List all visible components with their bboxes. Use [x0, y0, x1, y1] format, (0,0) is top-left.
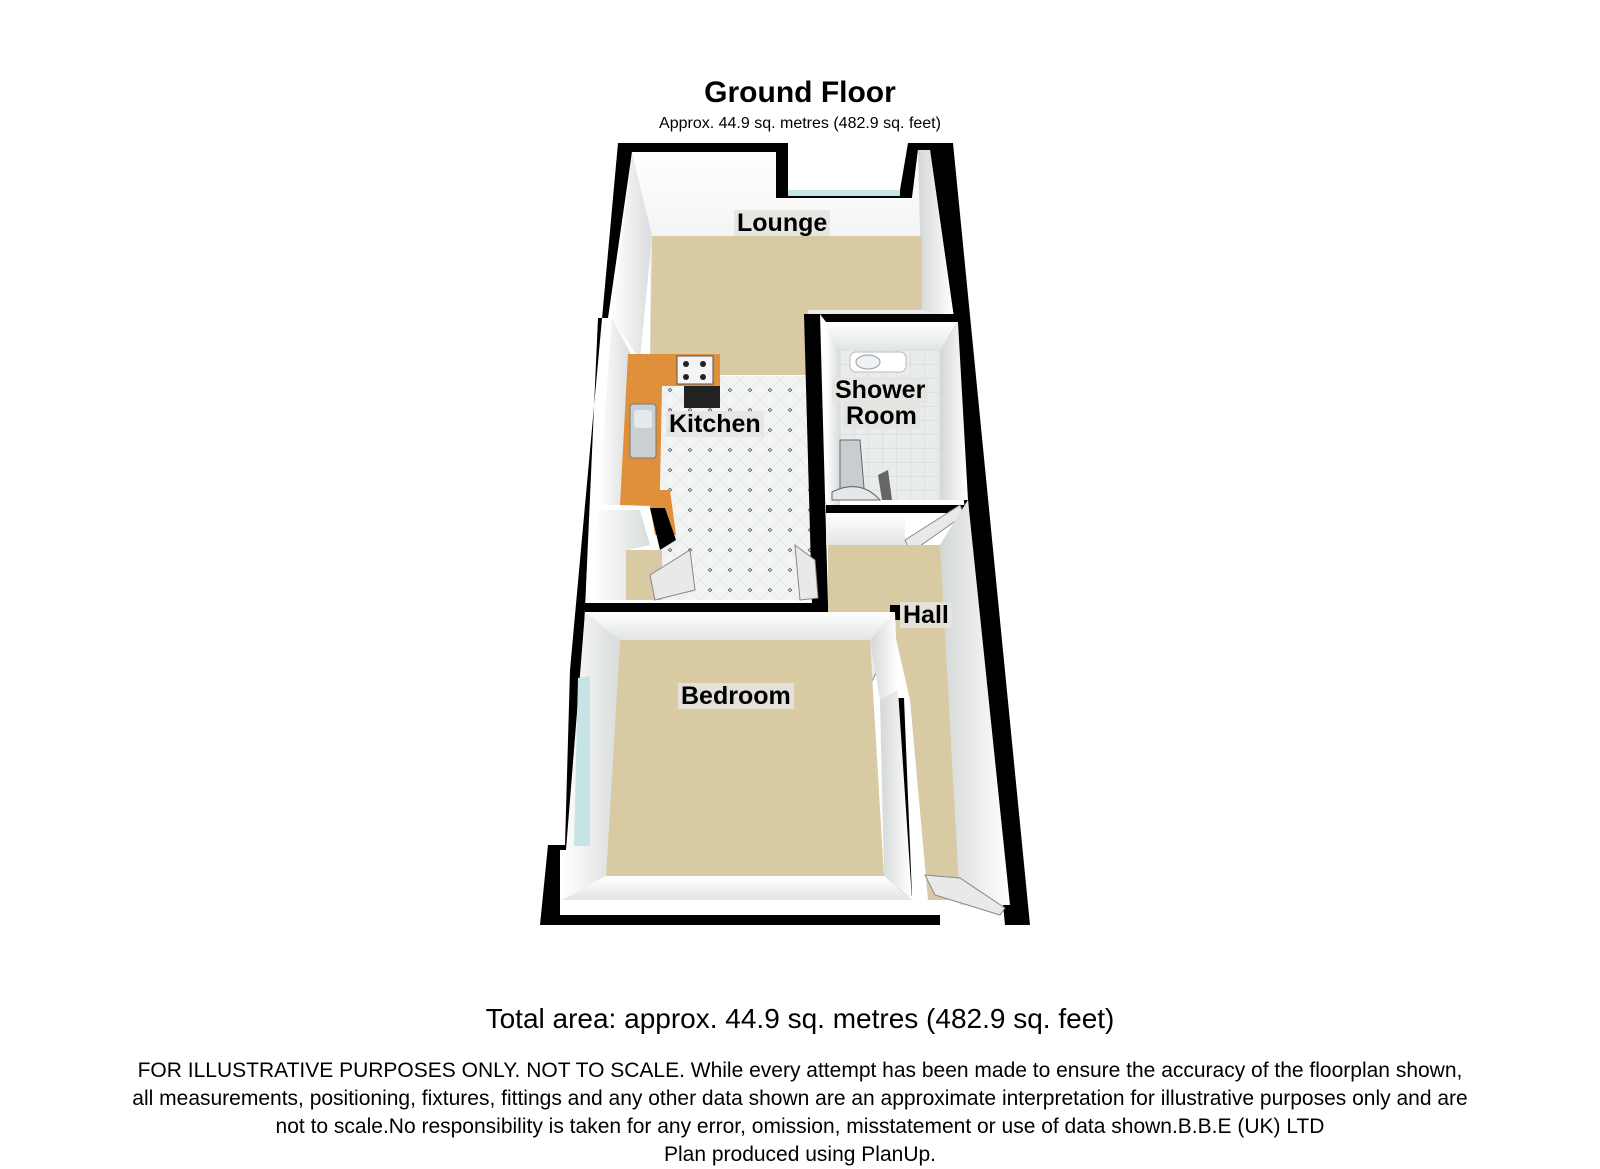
shower-room-label-line1: Shower — [832, 377, 929, 403]
lounge-area — [612, 150, 954, 375]
kitchen-area — [598, 318, 812, 600]
bedroom-area — [562, 612, 912, 900]
lounge-label: Lounge — [734, 210, 831, 236]
floor-plan — [540, 143, 1030, 925]
floor-title: Ground Floor — [704, 76, 896, 109]
disclaimer: FOR ILLUSTRATIVE PURPOSES ONLY. NOT TO S… — [20, 1057, 1580, 1169]
bedroom-label: Bedroom — [678, 683, 794, 709]
shower-room-area — [820, 314, 968, 554]
floor-area-subtitle: Approx. 44.9 sq. metres (482.9 sq. feet) — [659, 115, 941, 132]
disclaimer-line: FOR ILLUSTRATIVE PURPOSES ONLY. NOT TO S… — [137, 1059, 1463, 1082]
disclaimer-line: all measurements, positioning, fixtures,… — [132, 1087, 1468, 1110]
hall-label: Hall — [900, 602, 952, 628]
shower-room-label-line2: Room — [843, 403, 920, 429]
total-area-text: Total area: approx. 44.9 sq. metres (482… — [485, 1003, 1115, 1034]
disclaimer-line: not to scale.No responsibility is taken … — [275, 1115, 1325, 1138]
disclaimer-line: Plan produced using PlanUp. — [663, 1143, 936, 1166]
cupboard — [592, 508, 696, 601]
kitchen-label: Kitchen — [666, 411, 764, 437]
